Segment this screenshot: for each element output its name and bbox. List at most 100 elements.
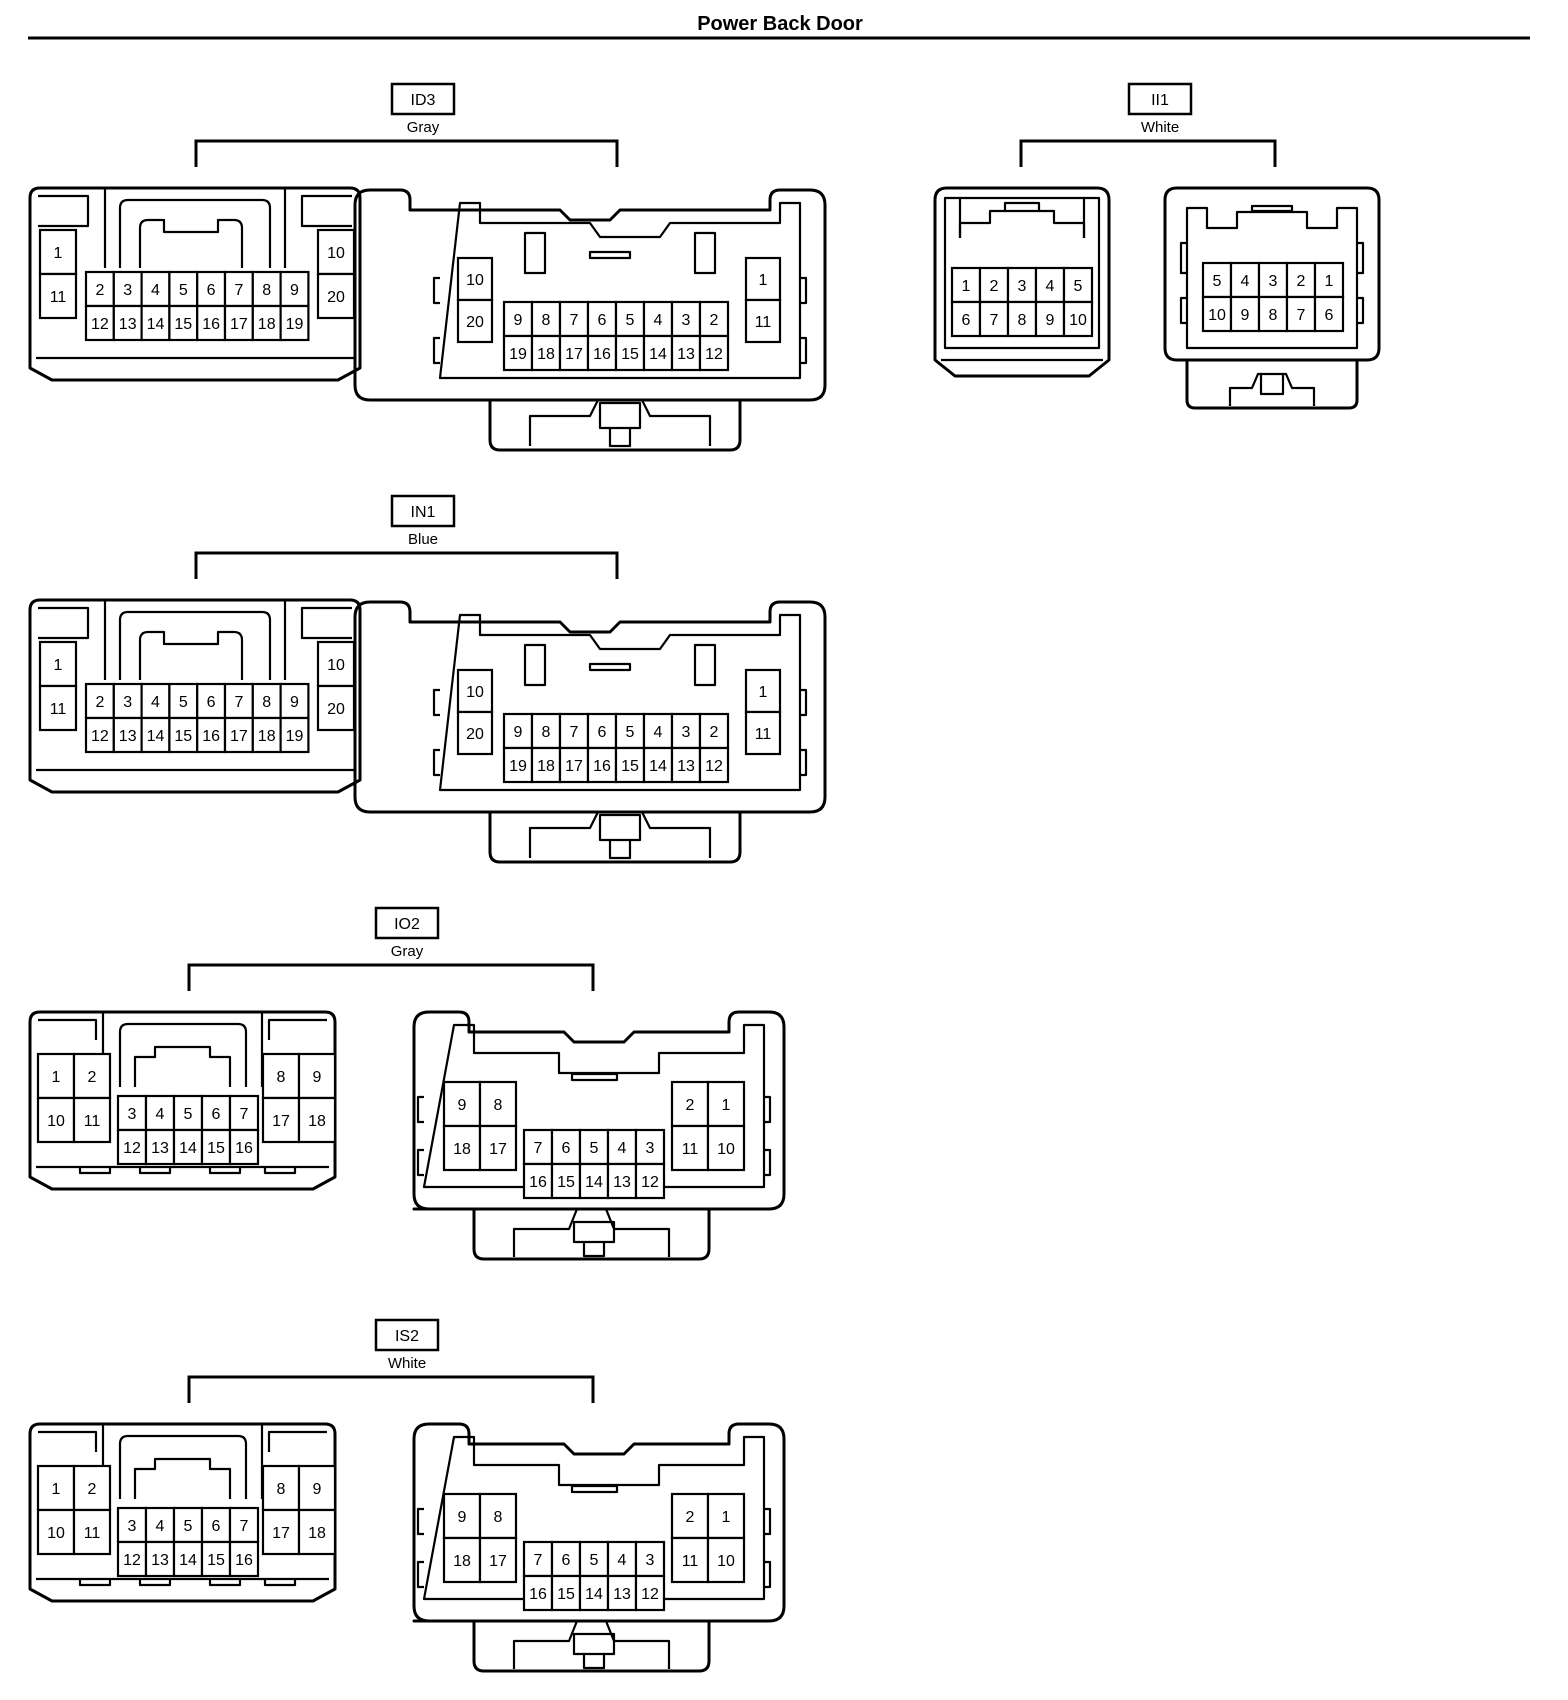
in1-v2-pin-12-box (698, 746, 730, 784)
is2-v2-pin-8-box (478, 1492, 518, 1540)
is2-v1-pin-17: 17 (272, 1525, 290, 1542)
ii1-v2-pin-10: 10 (1208, 307, 1226, 324)
is2-v1-pin-16-box (228, 1540, 260, 1578)
ii1-v2-pin-2: 2 (1297, 273, 1306, 290)
id3-v1-pin-15-box (168, 304, 199, 342)
io2-v2-pin-1-box (706, 1080, 746, 1128)
in1-v1-pin-3: 3 (123, 694, 132, 711)
is2-v1-pin-3: 3 (128, 1518, 137, 1535)
io2-v1-pin-14: 14 (179, 1140, 197, 1157)
in1-v1-pin-8: 8 (262, 694, 271, 711)
id3-v1-pin-19: 19 (286, 316, 304, 333)
in1-v1-pin-2: 2 (95, 694, 104, 711)
io2-v1-pin-6: 6 (212, 1106, 221, 1123)
io2-v1-pin-1-box (36, 1052, 76, 1100)
in1-v1-pin-7: 7 (234, 694, 243, 711)
in1-v2-pin-2: 2 (710, 724, 719, 741)
connector-id-box (390, 82, 456, 116)
id3-v2-pin-17: 17 (565, 346, 583, 363)
in1-v2-pin-11: 11 (755, 726, 772, 743)
is2-v2-pin-10-box (706, 1536, 746, 1584)
io2-v1-pin-16: 16 (235, 1140, 253, 1157)
in1-v1-pin-1-box (38, 640, 78, 688)
id3-v1-pin-10: 10 (327, 245, 345, 262)
id3-v2-pin-9-box (502, 300, 534, 338)
connector-bracket (194, 139, 619, 167)
in1-v2-pin-10: 10 (466, 684, 484, 701)
id3-v1-pin-11: 11 (50, 289, 67, 306)
is2-v1-pin-2: 2 (88, 1481, 97, 1498)
id3-v1-pin-14-box (140, 304, 171, 342)
id3-v2-pin-5: 5 (626, 312, 635, 329)
is2-v1-pin-8: 8 (277, 1481, 286, 1498)
is2-v1-pin-14-box (172, 1540, 204, 1578)
ii1-v2-pin-6: 6 (1325, 307, 1334, 324)
in1-v2-pin-20: 20 (466, 726, 484, 743)
in1-v2-pin-16: 16 (593, 758, 611, 775)
in1-v2-pin-15-box (614, 746, 646, 784)
in1-v2-pin-4: 4 (654, 724, 663, 741)
ii1-v2-pin-5: 5 (1213, 273, 1222, 290)
connector-id-box (1127, 82, 1193, 116)
ii1-v1-pin-2: 2 (990, 278, 999, 295)
is2-v2-pin-16: 16 (529, 1586, 547, 1603)
in1-v2-pin-15: 15 (621, 758, 639, 775)
in1-v1-pin-17: 17 (230, 728, 248, 745)
id3-v1-pin-16: 16 (202, 316, 220, 333)
connector-id-label: IS2 (395, 1328, 419, 1345)
ii1-v2-pin-2-box (1285, 261, 1317, 299)
id3-v1-pin-14: 14 (147, 316, 165, 333)
is2-v1-pin-4: 4 (156, 1518, 165, 1535)
id3-v2-pin-11-box (744, 298, 782, 344)
in1-v1-pin-19-box (279, 716, 310, 754)
io2-v2-pin-5-box (578, 1128, 610, 1166)
io2-v1-pin-10: 10 (47, 1113, 65, 1130)
is2-v2-pin-17-box (478, 1536, 518, 1584)
ii1-v1-pin-5-box (1062, 266, 1094, 304)
id3-v2-pin-8: 8 (542, 312, 551, 329)
id3-v1-pin-20: 20 (327, 289, 345, 306)
id3-v2-pin-14: 14 (649, 346, 667, 363)
connector-id-label: IN1 (411, 504, 436, 521)
io2-v2-pin-13: 13 (613, 1174, 631, 1191)
io2-v2-pin-13-box (606, 1162, 638, 1200)
io2-v2-pin-11-box (670, 1124, 710, 1172)
io2-v2-pin-12: 12 (641, 1174, 659, 1191)
id3-v2-pin-20-box (456, 298, 494, 344)
ii1-v1-pin-1-box (950, 266, 982, 304)
is2-v2-pin-13-box (606, 1574, 638, 1612)
in1-v2-pin-5-box (614, 712, 646, 750)
in1-v1-pin-5: 5 (179, 694, 188, 711)
io2-v2-pin-18-box (442, 1124, 482, 1172)
id3-v1-pin-3: 3 (123, 282, 132, 299)
io2-v1-pin-17: 17 (272, 1113, 290, 1130)
io2-v2-pin-18: 18 (453, 1141, 471, 1158)
is2-v2-pin-7: 7 (534, 1552, 543, 1569)
in1-v1-pin-9: 9 (290, 694, 299, 711)
in1-v1-pin-9-box (279, 682, 310, 720)
in1-v1-pin-4: 4 (151, 694, 160, 711)
ii1-v1-pin-9: 9 (1046, 312, 1055, 329)
ii1-v2-pin-9: 9 (1241, 307, 1250, 324)
io2-v2-pin-16: 16 (529, 1174, 547, 1191)
io2-v2-pin-2: 2 (686, 1097, 695, 1114)
is2-v2-pin-5: 5 (590, 1552, 599, 1569)
io2-v2-pin-3: 3 (646, 1140, 655, 1157)
is2-v2-pin-3: 3 (646, 1552, 655, 1569)
is2-v2-pin-10: 10 (717, 1553, 735, 1570)
id3-v2-pin-12: 12 (705, 346, 723, 363)
ii1-v2-pin-8-box (1257, 295, 1289, 333)
id3-v1-pin-7: 7 (234, 282, 243, 299)
id3-v1-pin-19-box (279, 304, 310, 342)
connector-bracket (1019, 139, 1277, 167)
id3-v1-pin-1: 1 (54, 245, 63, 262)
io2-v2-pin-4: 4 (618, 1140, 627, 1157)
is2-v1-pin-15: 15 (207, 1552, 225, 1569)
in1-v2-pin-8: 8 (542, 724, 551, 741)
